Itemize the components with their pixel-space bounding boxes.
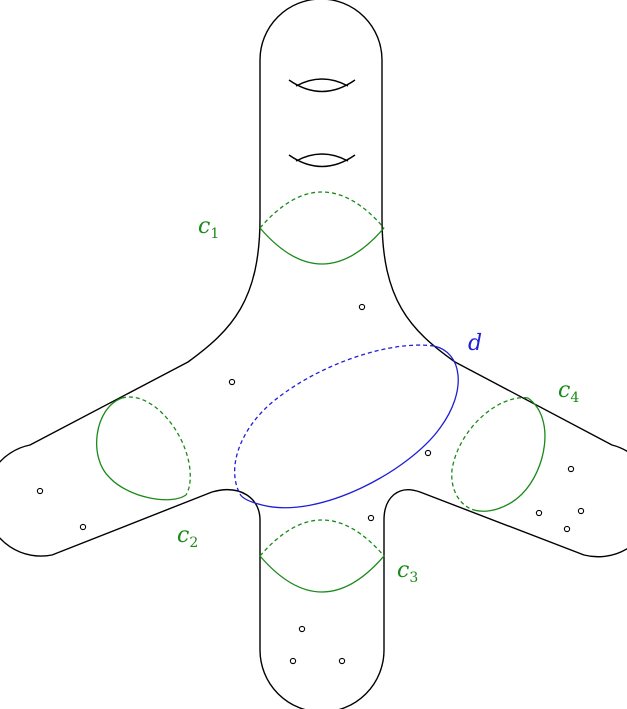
curve-c4 — [451, 397, 546, 512]
marked-point — [535, 509, 543, 517]
marked-points — [36, 303, 585, 665]
marked-point — [424, 449, 432, 457]
curve-c3 — [259, 519, 385, 593]
marked-point — [563, 525, 571, 533]
marked-point — [367, 514, 375, 522]
marked-point — [567, 465, 575, 473]
label-d: d — [468, 331, 482, 356]
marked-point — [338, 657, 346, 665]
marked-point — [577, 507, 585, 515]
marked-point — [79, 523, 87, 531]
marked-point — [298, 625, 306, 633]
marked-point — [36, 487, 44, 495]
label-c4: c4 — [558, 378, 579, 406]
label-c3: c3 — [397, 558, 418, 586]
handle-1 — [288, 78, 356, 93]
label-c2: c2 — [177, 523, 198, 551]
marked-point — [289, 657, 297, 665]
marked-point — [358, 303, 366, 311]
label-c1: c1 — [198, 214, 219, 242]
curve-c2 — [96, 396, 191, 501]
curve-d — [234, 344, 459, 509]
marked-point — [228, 378, 236, 386]
handle-2 — [288, 153, 356, 168]
curve-c1 — [259, 191, 385, 265]
